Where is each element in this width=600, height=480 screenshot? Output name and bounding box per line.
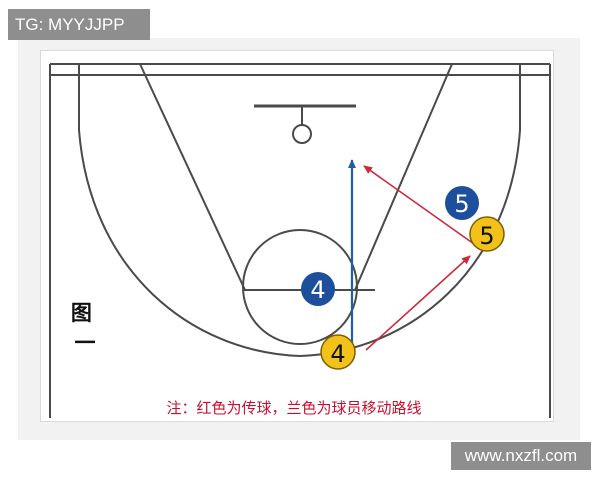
player-attacker-4: 4 <box>320 334 356 370</box>
player-defender-5: 5 <box>445 186 479 220</box>
pass-line-5-to-cut <box>363 165 475 245</box>
figure-label-line2: 一 <box>75 331 96 355</box>
court-lines <box>49 63 551 418</box>
court-panel <box>40 50 554 422</box>
player-attacker-4-number: 4 <box>330 340 345 368</box>
figure-label: 图 一 <box>71 301 99 355</box>
player-defender-5-number: 5 <box>454 190 469 218</box>
player-defender-4: 4 <box>301 272 335 306</box>
watermark-bottom: www.nxzfl.com <box>451 442 591 470</box>
free-throw-circle <box>242 229 358 345</box>
legend-note: 注：红色为传球，兰色为球员移动路线 <box>166 399 421 417</box>
basket-hoop-icon <box>292 124 312 144</box>
watermark-top: TG: MYYJJPP <box>8 9 150 40</box>
player-attacker-5: 5 <box>469 216 505 252</box>
pass-line-4-to-5 <box>365 255 471 351</box>
lane-line-left <box>139 63 246 291</box>
figure-label-line1: 图 <box>71 301 92 325</box>
lane-line-right <box>354 63 453 291</box>
player-defender-4-number: 4 <box>310 276 325 304</box>
player-attacker-5-number: 5 <box>479 222 494 250</box>
